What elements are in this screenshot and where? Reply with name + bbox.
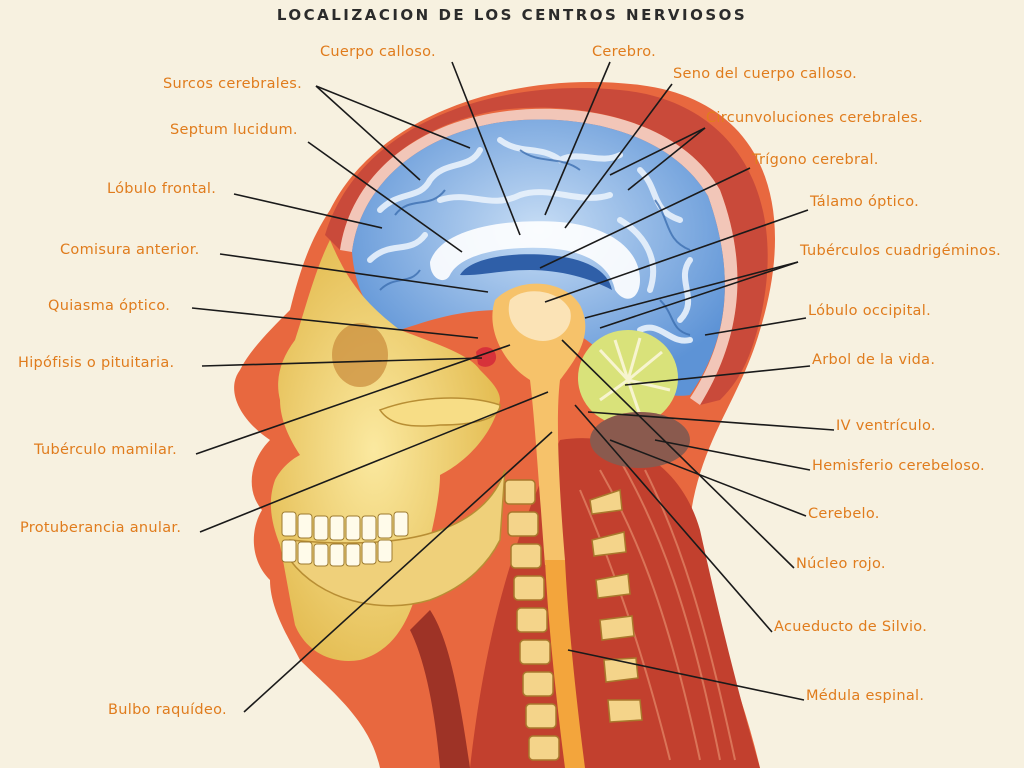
diagram-title: LOCALIZACION DE LOS CENTROS NERVIOSOS	[276, 6, 748, 24]
lateral-ventricle	[460, 254, 612, 290]
pharynx	[410, 610, 470, 768]
label-bulbo-raquideo: Bulbo raquídeo.	[108, 702, 227, 718]
leader-line-nucleo	[561, 339, 795, 569]
label-tuberculos-cuadrigeminos: Tubérculos cuadrigéminos.	[800, 243, 1002, 259]
leader-line-acueducto	[574, 404, 773, 633]
leader-line-quiasma	[191, 307, 479, 339]
label-septum-lucidum: Septum lucidum.	[170, 122, 298, 138]
spinal-cord	[545, 560, 585, 768]
leader-line-seno	[564, 83, 673, 229]
label-acueducto-silvio: Acueducto de Silvio.	[774, 619, 928, 635]
leader-line-cuadri-b	[599, 261, 799, 329]
label-quiasma-optico: Quiasma óptico.	[48, 298, 171, 314]
label-comisura-anterior: Comisura anterior.	[60, 242, 200, 258]
leader-line-comisura	[219, 253, 489, 293]
leader-line-cuadri-a	[584, 261, 799, 319]
leader-line-protuberancia	[199, 391, 549, 533]
zygomatic-arch	[378, 397, 501, 427]
leader-line-occipital	[704, 317, 807, 336]
label-surcos-cerebrales: Surcos cerebrales.	[163, 76, 303, 92]
hypophysis	[476, 347, 497, 367]
corpus-callosum	[430, 221, 640, 299]
leader-line-cuerpo-calloso	[451, 61, 521, 236]
label-hipofisis: Hipófisis o pituitaria.	[18, 355, 175, 371]
label-protuberancia-anular: Protuberancia anular.	[20, 520, 182, 536]
leader-line-circ-a	[609, 127, 706, 176]
leader-line-iv-vent	[587, 411, 835, 431]
leader-line-hipofisis	[201, 357, 483, 367]
leader-line-bulbo	[243, 431, 553, 713]
leader-line-mamilar	[195, 344, 511, 455]
label-lobulo-frontal: Lóbulo frontal.	[107, 181, 217, 197]
leader-line-talamo	[544, 209, 809, 303]
spinous-processes	[589, 488, 643, 723]
label-cerebelo: Cerebelo.	[808, 506, 880, 522]
leader-lines	[191, 61, 835, 713]
leader-line-cerebro	[544, 61, 611, 216]
label-lobulo-occipital: Lóbulo occipital.	[808, 303, 931, 319]
label-circunvoluciones: Circunvoluciones cerebrales.	[706, 110, 923, 126]
label-nucleo-rojo: Núcleo rojo.	[796, 556, 886, 572]
leader-line-septum	[307, 141, 463, 253]
vertebral-column	[504, 479, 560, 761]
leader-line-arbol	[624, 365, 811, 386]
brain-sulci	[379, 149, 691, 336]
label-tuberculo-mamilar: Tubérculo mamilar.	[34, 442, 178, 458]
label-medula-espinal: Médula espinal.	[806, 688, 925, 704]
leader-line-trigono	[539, 167, 751, 269]
label-arbol-vida: Arbol de la vida.	[812, 352, 936, 368]
thalamus	[508, 291, 571, 341]
label-cerebro: Cerebro.	[592, 44, 657, 60]
label-cuerpo-calloso: Cuerpo calloso.	[320, 44, 436, 60]
label-seno-cuerpo-calloso: Seno del cuerpo calloso.	[673, 66, 858, 82]
arbor-vitae	[598, 337, 671, 416]
leader-line-circ-b	[627, 127, 706, 191]
leader-line-surcos-b	[315, 85, 421, 181]
label-trigono-cerebral: Trígono cerebral.	[752, 152, 879, 168]
label-hemisferio-cerebeloso: Hemisferio cerebeloso.	[812, 458, 985, 474]
label-iv-ventriculo: IV ventrículo.	[836, 418, 936, 434]
brainstem	[492, 283, 586, 565]
leader-line-medula	[567, 649, 805, 701]
orbit	[332, 323, 388, 387]
leader-line-hemisferio	[654, 439, 811, 471]
skull-cap	[325, 88, 768, 405]
leader-line-cerebelo	[609, 439, 807, 517]
cerebellar-hemisphere	[590, 412, 690, 468]
teeth	[281, 511, 409, 567]
leader-line-lobulo-frontal	[233, 193, 383, 229]
label-talamo-optico: Tálamo óptico.	[810, 194, 920, 210]
leader-line-surcos-a	[315, 85, 471, 149]
